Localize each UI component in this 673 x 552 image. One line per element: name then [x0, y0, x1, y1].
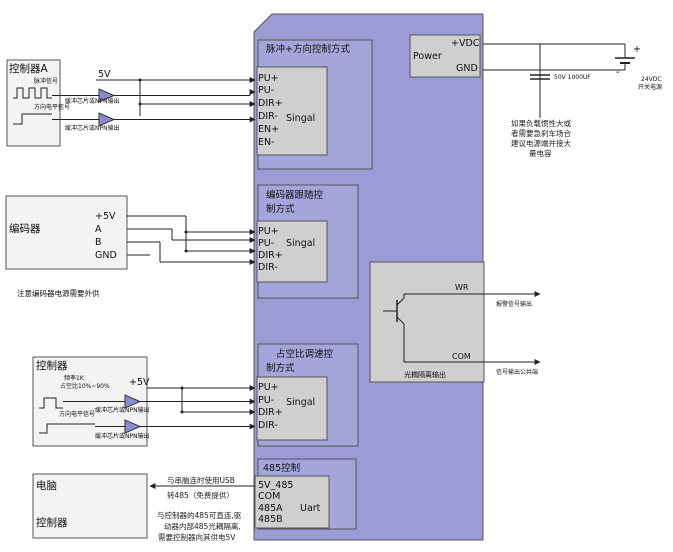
duty-pin-dir-plus: DIR+ — [258, 407, 283, 418]
rs485-pin-5v: 5V_485 — [258, 480, 293, 491]
supply-vdc: 24VDC — [641, 76, 662, 83]
pulse-pin-dir-minus: DIR- — [258, 111, 278, 122]
duty-block-label: Singal — [286, 397, 315, 408]
rs485-uart-block — [254, 475, 330, 529]
controller-b-vcc: +5V — [129, 377, 150, 388]
pulse-pin-pu-plus: PU+ — [258, 73, 279, 84]
controller-a-title: 控制器A — [9, 62, 48, 75]
encoder-pin-dir-plus: DIR+ — [258, 250, 283, 261]
pc-note-1-line-2: 转485（免费提供） — [167, 490, 234, 500]
encoder-block-label: Singal — [286, 238, 315, 249]
opto-caption: 光耦隔离输出 — [404, 370, 446, 379]
pulse-pin-en-minus: EN- — [258, 137, 275, 148]
pulse-block-label: Singal — [286, 113, 315, 124]
pc-note-1-line-1: 与串脑连时使用USB — [167, 475, 235, 485]
controller-a-buffer-2-label: 缓冲芯片或NPN输出 — [65, 124, 120, 132]
controller-a-pulse-signal: 脉冲信号 — [34, 77, 58, 85]
duty-signal-block — [256, 376, 328, 441]
supply-note-4: 量电容 — [529, 148, 552, 158]
power-block — [409, 34, 481, 78]
controller-a-vcc: 5V — [98, 69, 111, 80]
controller-b-buffer-2-label: 缓冲芯片或NPN输出 — [95, 432, 150, 440]
encoder-pin-a: A — [95, 224, 102, 235]
controller-b-duty: 占空比10%~90% — [60, 382, 110, 390]
controller-b-title: 控制器 — [36, 359, 68, 372]
controller-b-freq: 频率1K — [64, 374, 85, 382]
encoder-signal-block — [256, 220, 328, 283]
rs485-pin-com: COM — [258, 491, 280, 502]
duty-pin-pu-plus: PU+ — [258, 382, 279, 393]
encoder-note: 注意编码器电源需要外供 — [17, 288, 100, 298]
encoder-box — [5, 195, 128, 270]
cap-label: 50V 1000UF — [554, 74, 591, 81]
duty-pin-pu-minus: PU- — [258, 395, 274, 406]
pc-box — [32, 473, 148, 539]
controller-b-dir-signal: 方向电平信号 — [59, 410, 95, 418]
encoder-pin-pu-plus: PU+ — [258, 226, 279, 237]
controller-a-box — [6, 59, 61, 147]
pc-label: 电脑 — [36, 479, 57, 492]
encoder-section-title-1: 编码器跟随控 — [266, 189, 324, 201]
pulse-pin-pu-minus: PU- — [258, 85, 274, 96]
rs485-pin-485a: 485A — [258, 503, 283, 514]
supply-label: 开关电源 — [638, 83, 662, 91]
pc-note-2-line-1: 与控制器的485可直连,驱 — [157, 510, 242, 520]
controller-a-dir-signal: 方向电平信号 — [34, 103, 70, 111]
pulse-pin-en-plus: EN+ — [258, 124, 279, 135]
pc-note-2-line-3: 需要控制器向其供电5V — [158, 532, 236, 542]
rs485-section-title: 485控制 — [263, 462, 300, 474]
encoder-pin-b: B — [95, 237, 102, 248]
pulse-section-title: 脉冲+方向控制方式 — [266, 43, 350, 55]
rs485-pin-485b: 485B — [258, 514, 283, 525]
encoder-pin-gnd: GND — [95, 250, 117, 261]
common-output-label: 信号输出公共端 — [496, 368, 538, 376]
pulse-pin-dir-plus: DIR+ — [258, 98, 283, 109]
encoder-pin-dir-minus: DIR- — [258, 262, 278, 273]
duty-pin-dir-minus: DIR- — [258, 420, 278, 431]
encoder-section-title-2: 制方式 — [266, 203, 295, 215]
power-label: Power — [413, 51, 442, 62]
controller-b-buffer-1-label: 缓冲芯片或NPN输出 — [95, 406, 150, 414]
optocoupler-block — [369, 261, 485, 383]
pc-controller-label: 控制器 — [36, 516, 68, 529]
rs485-block-label: Uart — [300, 503, 321, 514]
duty-section-title-2: 制方式 — [266, 362, 295, 374]
supply-note-2: 者需要急刹车场合 — [511, 128, 571, 138]
alarm-output-label: 报警信号输出 — [496, 300, 532, 308]
encoder-pin-pu-minus: PU- — [258, 238, 274, 249]
opto-com-label: COM — [452, 352, 471, 361]
duty-section-title-1: 占空比调速控 — [276, 348, 334, 360]
supply-note-1: 如果负载惯性大或 — [511, 118, 571, 128]
power-vdc: +VDC — [451, 38, 480, 49]
encoder-title: 编码器 — [9, 222, 41, 235]
controller-a-buffer-1-label: 缓冲芯片或NPN输出 — [65, 97, 120, 105]
encoder-pin-5v: +5V — [95, 211, 116, 222]
opto-wr-label: WR — [455, 283, 469, 292]
supply-note-3: 建议电源端并接大 — [511, 138, 571, 148]
power-gnd: GND — [456, 63, 478, 74]
pulse-signal-block — [256, 66, 328, 156]
pc-note-2-line-2: 动器内部485光耦隔离, — [164, 521, 241, 531]
supply-plus: + — [633, 44, 641, 55]
supply-minus: - — [616, 67, 619, 78]
